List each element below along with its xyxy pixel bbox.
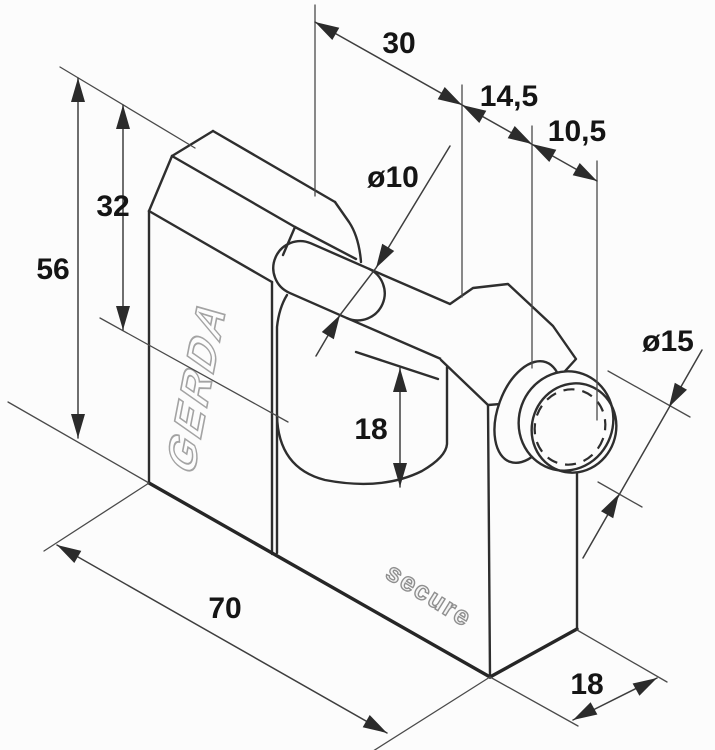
dim-label-30: 30 — [382, 27, 415, 60]
dim-label-14-5: 14,5 — [480, 80, 538, 113]
notch-near-wall-edge — [275, 293, 289, 555]
dimension-body-width: 70 — [56, 544, 388, 734]
dimension-bolt-diameter: ø10 — [315, 145, 451, 357]
dim-label-18-notch: 18 — [354, 413, 387, 446]
cap-outer-ellipse — [517, 370, 615, 472]
arrowhead — [71, 414, 85, 438]
body-bottom-edge — [147, 481, 492, 679]
arrowhead — [393, 463, 407, 487]
dim-line-70 — [56, 544, 388, 734]
ext-18-bottom-left — [489, 676, 579, 727]
body-front-right-edge — [486, 403, 492, 679]
arrowhead — [601, 494, 619, 519]
ext-18-bottom-right — [576, 629, 668, 683]
arrowhead — [116, 105, 130, 129]
dimension-upper-height: 32 — [96, 104, 130, 331]
notch-hook-outline — [275, 365, 449, 486]
dimension-chain-top: 30 14,5 10,5 — [314, 21, 606, 182]
dim-label-56: 56 — [36, 253, 69, 286]
head-bevel-left-edge — [147, 154, 174, 213]
arrowhead — [507, 126, 532, 144]
dim-label-70: 70 — [208, 592, 241, 625]
head-front-ridge-edge — [170, 154, 297, 229]
ext-cap-upper-tangent — [607, 370, 691, 418]
dim-label-32: 32 — [96, 190, 129, 223]
arrowhead — [632, 678, 657, 696]
arrowhead — [376, 243, 395, 268]
bolt-top-edge — [367, 267, 452, 306]
ext-32-bottom — [99, 317, 289, 423]
arrowhead — [393, 368, 407, 392]
arrowhead — [57, 545, 82, 563]
arrowhead — [572, 163, 597, 181]
extension-lines — [7, 4, 691, 750]
bolt-slot-capsule — [272, 239, 386, 322]
head-bevel-bottom-edge — [147, 209, 274, 284]
head-bevel-end-edge — [281, 225, 297, 257]
head-top-left-edge — [170, 129, 215, 158]
hex-boss-outline — [439, 282, 578, 407]
shackle-bolt-assembly — [345, 267, 618, 474]
arrowhead — [573, 702, 598, 720]
arrowhead — [321, 315, 340, 340]
arrowhead — [362, 715, 387, 733]
dimension-notch-height: 18 — [354, 367, 407, 488]
ext-70-right — [373, 676, 491, 750]
boss-front-top-edge — [293, 225, 358, 261]
dim-label-18-depth: 18 — [570, 668, 603, 701]
body-bottom-right-edge — [488, 627, 579, 679]
arrowhead — [462, 105, 487, 123]
ext-bottom-left — [7, 401, 150, 484]
notch-floor-edge — [354, 350, 440, 381]
arrowhead — [532, 144, 557, 162]
arrowhead — [71, 78, 85, 102]
arrowhead — [315, 22, 340, 40]
dim-label-d15: ø15 — [642, 325, 694, 358]
brand-emboss-text: GERDA — [160, 286, 235, 484]
dim-label-d10: ø10 — [367, 161, 419, 194]
dimension-cap-diameter: ø15 — [582, 325, 703, 559]
arrowhead — [437, 87, 462, 105]
bolt-bottom-edge — [345, 317, 443, 361]
cap-hidden-circle-dashed — [533, 388, 607, 466]
dimension-total-height: 56 — [36, 77, 85, 439]
dim-label-10-5: 10,5 — [548, 115, 606, 148]
boss-ridge-end-curve — [333, 200, 363, 264]
dimension-body-depth: 18 — [570, 668, 658, 721]
arrowhead — [116, 306, 130, 330]
cap-rim-ellipse — [530, 382, 618, 474]
ext-70-left — [43, 482, 150, 552]
ext-top-left — [59, 66, 196, 149]
arrowhead — [669, 382, 687, 407]
dim-line-d15 — [582, 349, 703, 559]
